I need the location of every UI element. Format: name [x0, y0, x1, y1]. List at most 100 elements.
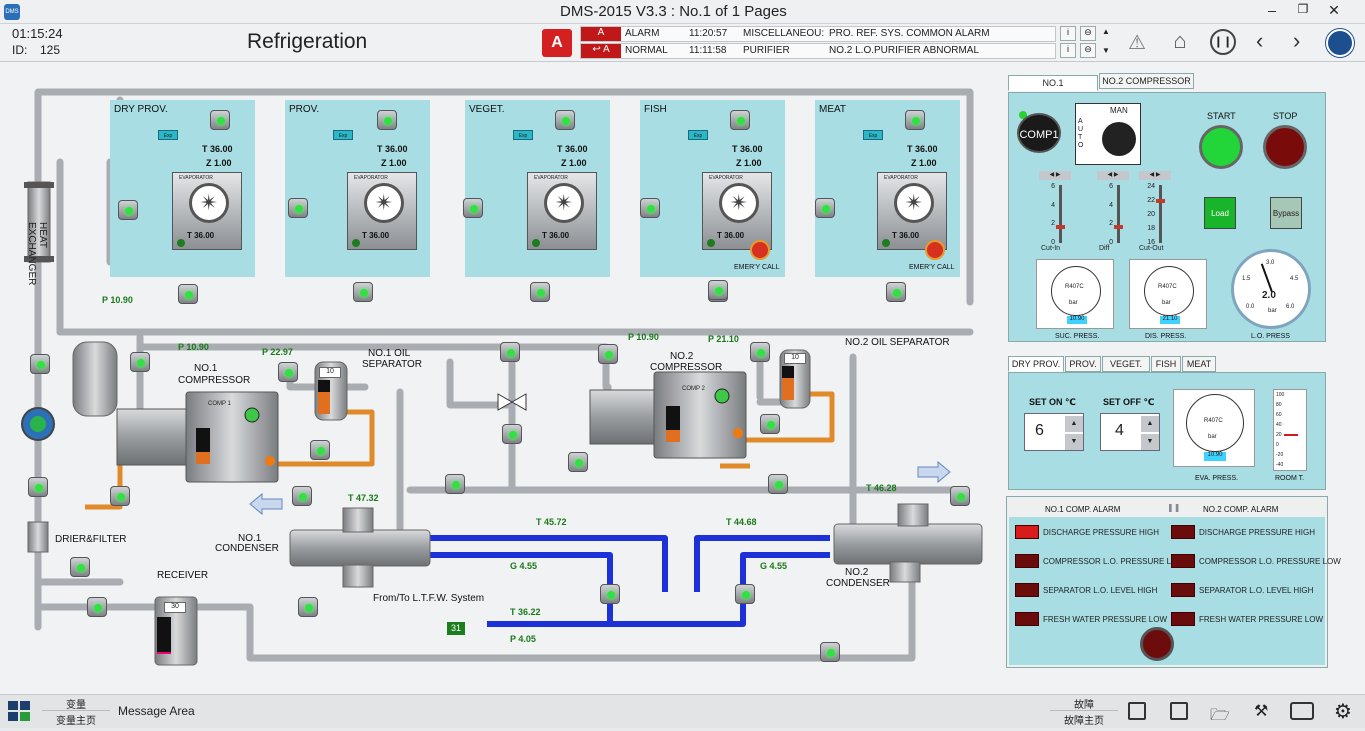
- valve-icon[interactable]: [640, 198, 660, 218]
- expansion-valve-icon[interactable]: Exp: [513, 130, 533, 140]
- maximize-button[interactable]: ❐: [1297, 2, 1309, 16]
- valve-icon[interactable]: [70, 557, 90, 577]
- valve-icon[interactable]: [110, 486, 130, 506]
- alarm-scroll-down-icon[interactable]: ▼: [1102, 46, 1110, 55]
- tool-icon[interactable]: ⚒: [1254, 703, 1269, 720]
- valve-icon[interactable]: [87, 597, 107, 617]
- alarm-row-1[interactable]: A ALARM 11:20:57 MISCELLANEOU: PRO. REF.…: [580, 26, 1056, 42]
- valve-icon[interactable]: [310, 440, 330, 460]
- valve-icon[interactable]: [600, 584, 620, 604]
- alarm-info-button-1[interactable]: i: [1060, 26, 1076, 41]
- valve-icon[interactable]: [905, 110, 925, 130]
- next-page-icon[interactable]: ›: [1293, 28, 1301, 53]
- valve-icon[interactable]: [820, 642, 840, 662]
- save-as-icon[interactable]: [1170, 702, 1188, 720]
- mute-alarm-icon[interactable]: ⚠: [1128, 32, 1146, 54]
- set-on-down-icon[interactable]: ▼: [1065, 434, 1083, 450]
- valve-icon[interactable]: [815, 198, 835, 218]
- set-off-up-icon[interactable]: ▲: [1141, 416, 1159, 432]
- tab-no1-compressor[interactable]: NO.1 COMPRESSOR: [1008, 75, 1098, 102]
- valve-icon[interactable]: [28, 477, 48, 497]
- room-tab-2[interactable]: PROV.: [1065, 356, 1101, 372]
- alarm-info-button-2[interactable]: i: [1060, 43, 1076, 58]
- home-icon[interactable]: ⌂: [1173, 28, 1187, 53]
- valve-icon[interactable]: [210, 110, 230, 130]
- valve-icon[interactable]: [760, 414, 780, 434]
- valve-icon[interactable]: [278, 362, 298, 382]
- variable-home-button[interactable]: 变量主页: [56, 716, 96, 727]
- slider-handle[interactable]: [1114, 225, 1123, 229]
- mode-selector[interactable]: MAN AUTO: [1075, 103, 1141, 165]
- emergency-call-button[interactable]: [750, 240, 770, 260]
- valve-icon[interactable]: [568, 452, 588, 472]
- slider-arrows[interactable]: ◀ ▶: [1139, 171, 1171, 180]
- settings-gear-icon[interactable]: ⚙: [1334, 701, 1352, 723]
- valve-icon[interactable]: [463, 198, 483, 218]
- valve-icon[interactable]: [377, 110, 397, 130]
- minimize-button[interactable]: –: [1268, 2, 1276, 18]
- valve-icon[interactable]: [598, 344, 618, 364]
- fault-button[interactable]: 故障: [1050, 696, 1118, 711]
- previous-page-icon[interactable]: ‹: [1256, 28, 1264, 53]
- slider-arrows[interactable]: ◀ ▶: [1097, 171, 1129, 180]
- grid-view-icon[interactable]: [8, 701, 32, 723]
- open-folder-icon[interactable]: 🗁: [1210, 707, 1230, 724]
- bypass-button[interactable]: Bypass: [1270, 197, 1302, 229]
- set-on-up-icon[interactable]: ▲: [1065, 416, 1083, 432]
- room-tab-3[interactable]: VEGET.: [1102, 356, 1150, 372]
- emergency-call-button[interactable]: [925, 240, 945, 260]
- valve-icon[interactable]: [30, 354, 50, 374]
- valve-icon[interactable]: [730, 110, 750, 130]
- valve-icon[interactable]: [768, 474, 788, 494]
- stop-button[interactable]: [1263, 125, 1307, 169]
- expansion-valve-icon[interactable]: Exp: [158, 130, 178, 140]
- valve-icon[interactable]: [708, 280, 728, 300]
- start-button[interactable]: [1199, 125, 1243, 169]
- alarm-reset-button[interactable]: [1140, 627, 1174, 661]
- set-off-stepper[interactable]: 4 ▲ ▼: [1100, 413, 1160, 451]
- room-tab-1[interactable]: DRY PROV.: [1008, 356, 1064, 372]
- expansion-valve-icon[interactable]: Exp: [863, 130, 883, 140]
- valve-icon[interactable]: [750, 342, 770, 362]
- valve-icon[interactable]: [530, 282, 550, 302]
- save-icon[interactable]: [1128, 702, 1146, 720]
- slider-handle[interactable]: [1056, 225, 1065, 229]
- valve-icon[interactable]: [500, 342, 520, 362]
- set-on-stepper[interactable]: 6 ▲ ▼: [1024, 413, 1084, 451]
- valve-icon[interactable]: [298, 597, 318, 617]
- valve-icon[interactable]: [886, 282, 906, 302]
- room-tab-4[interactable]: FISH: [1151, 356, 1181, 372]
- load-button[interactable]: Load: [1204, 197, 1236, 229]
- pause-icon[interactable]: ❙❙: [1210, 29, 1236, 55]
- slider-arrows[interactable]: ◀ ▶: [1039, 171, 1071, 180]
- valve-icon[interactable]: [353, 282, 373, 302]
- valve-icon[interactable]: [502, 424, 522, 444]
- alarm-row-2[interactable]: ↩ A NORMAL 11:11:58 PURIFIER NO.2 L.O.PU…: [580, 43, 1056, 59]
- valve-icon[interactable]: [288, 198, 308, 218]
- comp1-button[interactable]: COMP1: [1017, 113, 1061, 153]
- valve-icon[interactable]: [950, 486, 970, 506]
- valve-icon[interactable]: [735, 584, 755, 604]
- expansion-valve-icon[interactable]: Exp: [688, 130, 708, 140]
- close-button[interactable]: ✕: [1328, 2, 1340, 18]
- valve-icon[interactable]: [130, 352, 150, 372]
- alarm-scroll-up-icon[interactable]: ▲: [1102, 27, 1110, 36]
- fault-home-button[interactable]: 故障主页: [1064, 716, 1104, 727]
- alarm-mute-button-1[interactable]: ⊖: [1080, 26, 1096, 41]
- camera-icon[interactable]: [1290, 702, 1314, 720]
- valve-icon[interactable]: [445, 474, 465, 494]
- valve-icon[interactable]: [118, 200, 138, 220]
- room-tab-5[interactable]: MEAT: [1182, 356, 1216, 372]
- slider-handle[interactable]: [1156, 199, 1165, 203]
- variable-button[interactable]: 变量: [42, 696, 110, 711]
- valve-icon[interactable]: [178, 284, 198, 304]
- set-off-down-icon[interactable]: ▼: [1141, 434, 1159, 450]
- alarm-badge-button[interactable]: A: [542, 29, 572, 57]
- valve-icon[interactable]: [555, 110, 575, 130]
- alarm-mute-button-2[interactable]: ⊖: [1080, 43, 1096, 58]
- tab-no2-compressor[interactable]: NO.2 COMPRESSOR: [1099, 73, 1194, 89]
- valve-icon[interactable]: [292, 486, 312, 506]
